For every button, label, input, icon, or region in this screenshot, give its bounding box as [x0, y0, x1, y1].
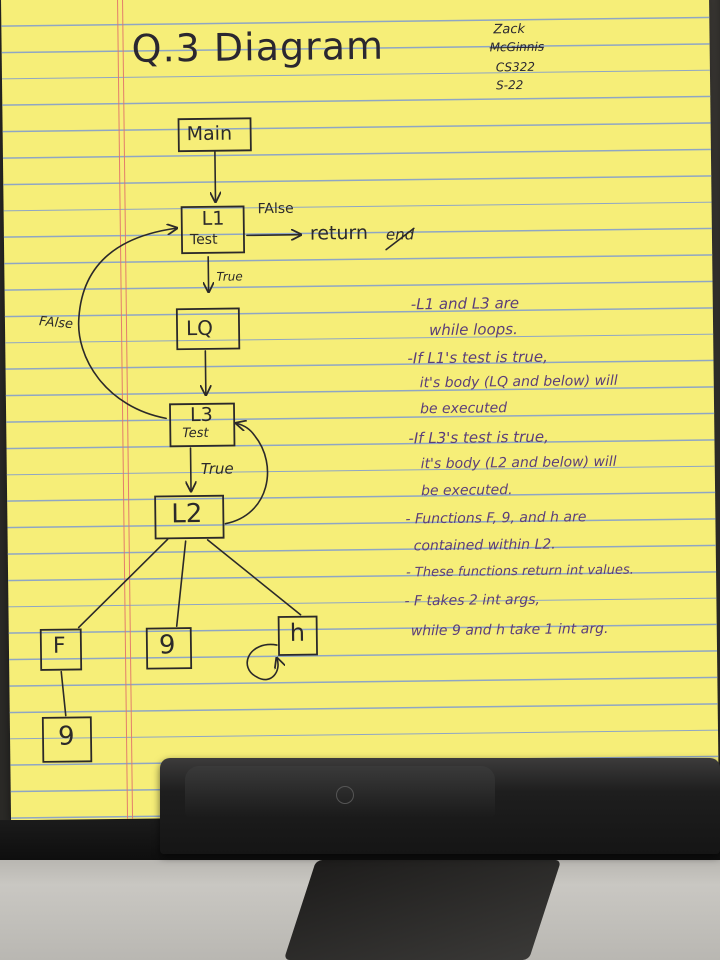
note-line: -If L1's test is true,: [407, 347, 548, 368]
stapler: [283, 860, 562, 960]
note-line: it's body (LQ and below) will: [419, 372, 618, 392]
node-h-box: [277, 615, 318, 656]
edge-h-self-loop: [246, 643, 278, 681]
note-line: - Functions F, 9, and h are: [405, 509, 587, 528]
return-end-strike: [385, 227, 415, 251]
node-l3-test-label: Test: [182, 425, 209, 442]
edge-label-l1-false: FAlse: [257, 200, 294, 218]
end-label: end: [385, 225, 415, 244]
edge-l2-g: [175, 540, 187, 628]
node-lq-box: [175, 307, 241, 351]
node-f-box: [39, 628, 83, 671]
node-l1-label: L1: [201, 207, 225, 230]
edge-label-l3-true: True: [200, 459, 234, 478]
node-f-label: F: [52, 633, 66, 659]
edge-main-l1: [215, 150, 216, 201]
note-line: - F takes 2 int args,: [404, 591, 541, 610]
note-line: while loops.: [428, 320, 518, 340]
edge-lq-l3: [205, 350, 206, 394]
edge-l2-f: [77, 538, 169, 629]
return-label: return: [309, 221, 369, 245]
node-l2-box: [154, 494, 225, 540]
node-l1-box: [180, 205, 246, 255]
note-line: -If L3's test is true,: [408, 427, 549, 448]
node-l1-test-label: Test: [189, 231, 218, 249]
note-line: it's body (L2 and below) will: [420, 453, 617, 473]
note-line: contained within L2.: [413, 536, 556, 555]
node-g-label: 9: [158, 630, 176, 661]
edge-l2-h: [206, 539, 302, 616]
note-line: be executed.: [420, 482, 513, 500]
note-line: be executed: [419, 400, 508, 418]
flowchart-svg: [39, 117, 415, 763]
edge-label-l1-true: True: [216, 269, 243, 284]
node-l2-label: L2: [171, 498, 203, 530]
edge-l3-false-loop: [77, 228, 178, 420]
note-line: - These functions return int values.: [405, 562, 634, 581]
note-line: while 9 and h take 1 int arg.: [410, 620, 609, 640]
node-main-box: [177, 117, 252, 153]
edge-l1-return: [246, 235, 300, 236]
edge-f-g: [60, 670, 67, 717]
edge-l2-l3-loop: [224, 423, 269, 525]
node-g-child-label: 9: [57, 721, 75, 752]
node-l3-label: L3: [189, 403, 213, 427]
node-g-child-box: [41, 716, 93, 763]
legal-pad: Q.3 Diagram Zack McGinnis CS322 S-22: [1, 0, 719, 821]
node-lq-label: LQ: [185, 315, 214, 341]
node-main-label: Main: [186, 122, 233, 146]
note-line: -L1 and L3 are: [410, 294, 520, 314]
edge-label-l3-false: FAlse: [38, 314, 74, 333]
node-g-box: [145, 627, 193, 670]
edge-l3-l2: [191, 447, 192, 490]
node-h-label: h: [289, 618, 306, 647]
clipboard-logo-icon: [336, 786, 354, 804]
